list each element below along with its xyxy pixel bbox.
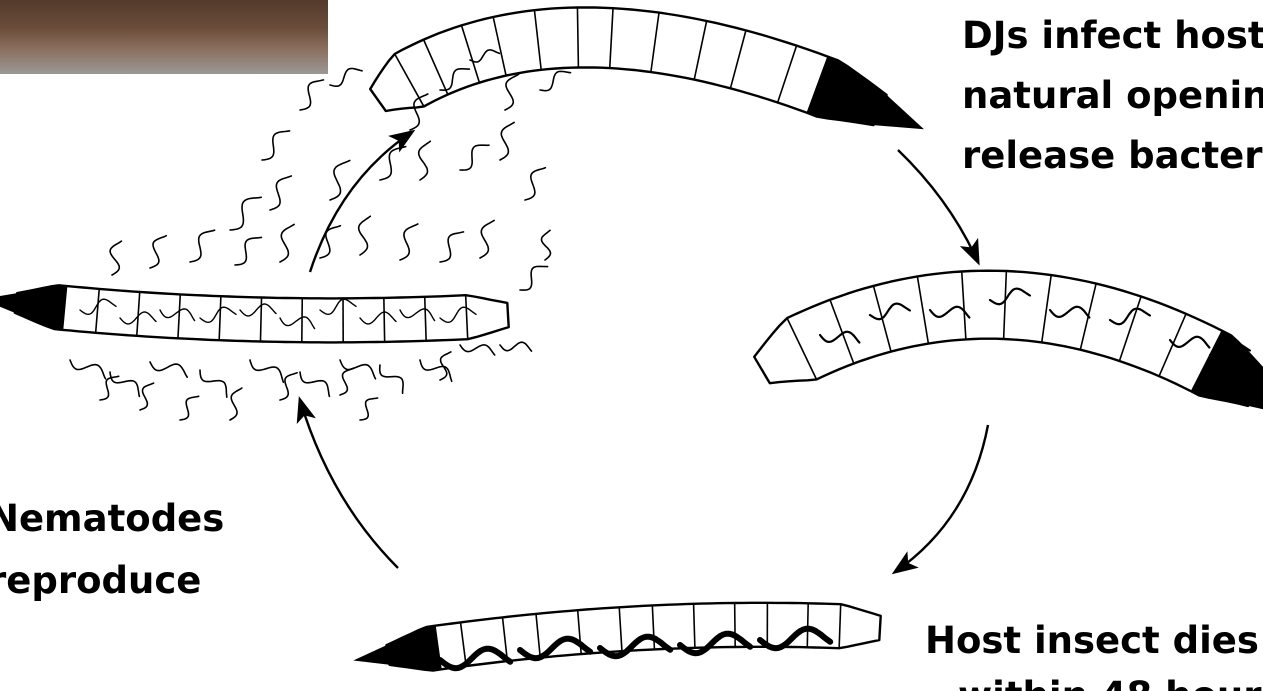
nematode	[520, 266, 548, 290]
nematode	[420, 360, 452, 381]
larva-segment	[735, 603, 736, 647]
nematode	[180, 396, 199, 420]
nematode	[230, 388, 242, 420]
nematode	[330, 69, 362, 87]
nematode	[270, 176, 291, 210]
nematode	[100, 376, 119, 400]
larva-tip	[386, 626, 441, 671]
nematode	[460, 345, 495, 355]
arrow-emerge-head	[388, 130, 415, 153]
nematode	[525, 168, 545, 200]
label-dies-line2: within 48 hours	[958, 672, 1263, 691]
larva-body	[386, 603, 880, 671]
arrow-infect-head	[960, 238, 980, 266]
nematode	[380, 365, 403, 393]
arrow-emerge	[310, 132, 412, 272]
label-reproduce-line1: Nematodes	[0, 495, 224, 542]
nematode	[440, 232, 464, 262]
nematode	[400, 224, 418, 260]
nematode	[340, 360, 376, 379]
nematode	[150, 236, 166, 268]
nematode	[190, 230, 215, 262]
label-reproduce-line2: reproduce	[0, 557, 201, 604]
nematode	[300, 372, 329, 396]
larva-dying-right	[754, 271, 1263, 419]
nematode	[340, 368, 354, 395]
label-infect-line1: DJs infect host through	[962, 12, 1263, 59]
nematode	[150, 362, 187, 377]
label-infect-line3: release bacteria	[962, 132, 1263, 179]
arrow-die	[895, 425, 988, 572]
nematode	[359, 216, 371, 255]
label-dies-line1: Host insect dies	[925, 617, 1259, 664]
arrow-reproduce	[300, 400, 398, 568]
larva-tip	[15, 285, 67, 330]
nematode	[140, 383, 154, 410]
larva-body	[754, 271, 1263, 406]
nematode	[300, 80, 324, 110]
nematode	[380, 147, 406, 180]
nematode	[262, 131, 290, 160]
larva-tip-point	[353, 645, 389, 665]
nematode	[235, 237, 261, 265]
larva-segment	[577, 7, 578, 67]
nematode	[505, 74, 519, 110]
nematode	[110, 241, 121, 275]
nematode	[419, 141, 431, 180]
nematode	[110, 372, 139, 396]
larva-tip-point	[0, 293, 17, 313]
nematode	[542, 230, 551, 260]
nematode	[70, 360, 106, 379]
larva-emergence-left	[0, 285, 509, 342]
label-infect-line2: natural openings and	[962, 72, 1263, 119]
nematode	[360, 398, 378, 420]
larva-dead-bottom	[353, 603, 880, 671]
nematode	[540, 71, 571, 90]
nematode	[480, 220, 494, 258]
nematode	[250, 360, 283, 382]
larva-segment	[807, 603, 808, 647]
nematode	[500, 122, 514, 160]
larva-segment	[384, 298, 385, 342]
nematode	[230, 197, 261, 230]
larva-segment	[260, 298, 261, 342]
nematode	[280, 373, 297, 400]
nematode	[460, 145, 489, 170]
arrow-die-head	[892, 551, 919, 574]
nematode	[320, 226, 340, 258]
nematode	[280, 224, 294, 262]
nematode	[200, 370, 227, 397]
nematode	[500, 342, 532, 351]
larva-infected-top	[370, 7, 924, 129]
